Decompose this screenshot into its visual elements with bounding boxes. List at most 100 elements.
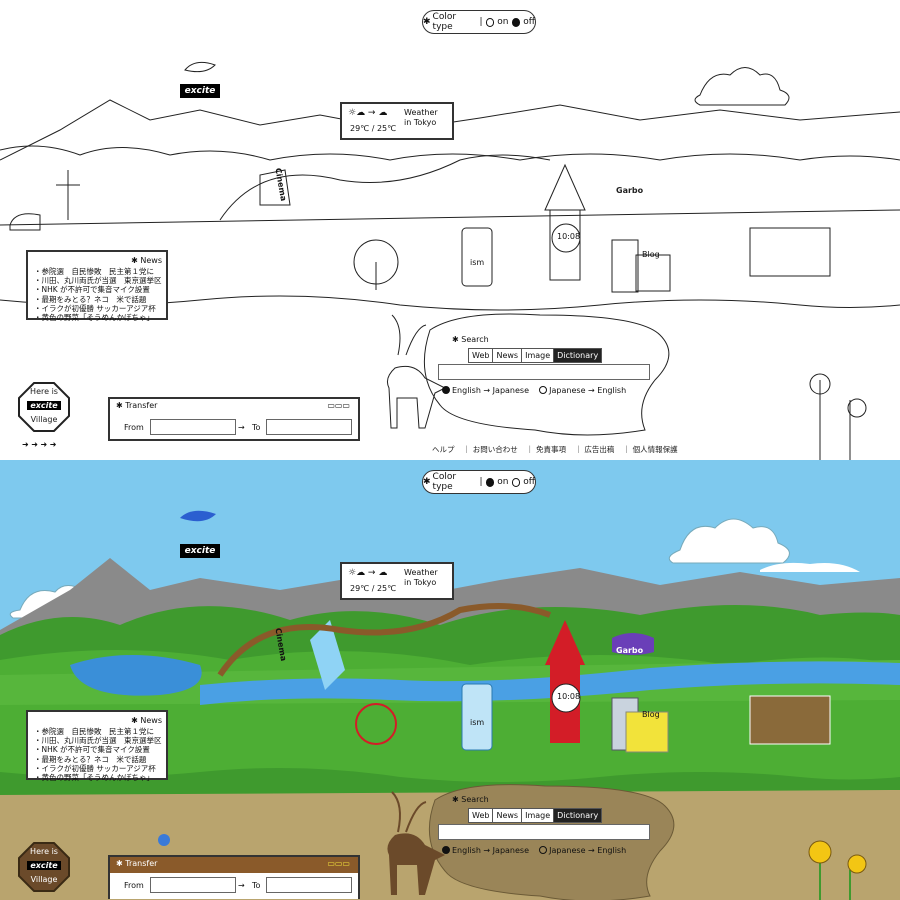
color-type-toggle: ✱ Color type | on off	[422, 10, 536, 34]
dictionary-direction: English → Japanese Japanese → English	[442, 386, 652, 395]
transfer-board: ✱ Transfer ▭▭▭ From → To	[108, 397, 360, 441]
weather-label-line2: in Tokyo	[404, 118, 437, 127]
radio-en-ja[interactable]	[442, 846, 450, 854]
color-type-star-icon: ✱	[423, 17, 431, 27]
weather-billboard[interactable]: ☼☁ → ☁ 29℃ / 25℃ Weather in Tokyo	[340, 562, 454, 600]
village-logo: excite	[27, 401, 61, 410]
news-title: ✱ News	[131, 716, 162, 725]
transfer-arrow: →	[238, 423, 245, 432]
color-type-star-icon: ✱	[423, 477, 431, 487]
transfer-title: ✱ Transfer	[116, 859, 158, 868]
color-type-on-label: on	[497, 17, 509, 27]
color-scene	[0, 510, 900, 900]
tab-image[interactable]: Image	[521, 808, 555, 823]
search-box: ✱ Search Web News Image Dictionary Engli…	[438, 795, 652, 855]
search-title: ✱ Search	[452, 335, 489, 344]
news-item[interactable]: ・NHK が不許可で集音マイク設置	[34, 285, 150, 295]
news-title: ✱ News	[131, 256, 162, 265]
news-list: ・参院選 自民惨敗 民主第１党に ・川田、丸川両氏が当選 東京選挙区 ・NHK …	[34, 727, 162, 782]
to-label: To	[252, 881, 261, 890]
radio-en-ja[interactable]	[442, 386, 450, 394]
footer-link-contact[interactable]: ｜ お問い合わせ	[462, 445, 518, 454]
footer-link-disclaimer[interactable]: ｜ 免責事項	[526, 445, 567, 454]
news-item[interactable]: ・黄色の野菜「そうめんかぼちゃ」	[34, 773, 154, 783]
village-line2: Village	[30, 415, 58, 424]
blog-label[interactable]: Blog	[642, 710, 660, 719]
weather-label-line2: in Tokyo	[404, 578, 437, 587]
news-item[interactable]: ・最期をみとる？ネコ 米で話題	[34, 294, 147, 304]
garbo-label[interactable]: Garbo	[616, 646, 644, 655]
news-item[interactable]: ・参院選 自民惨敗 民主第１党に	[34, 727, 154, 736]
radio-off[interactable]	[511, 477, 521, 487]
news-item[interactable]: ・イラクが初優勝 サッカーアジア杯	[34, 763, 156, 773]
weather-billboard[interactable]: ☼☁ → ☁ 29℃ / 25℃ Weather in Tokyo	[340, 102, 454, 140]
search-title-text: Search	[461, 335, 489, 344]
blog-label[interactable]: Blog	[642, 250, 660, 259]
search-input[interactable]	[438, 824, 650, 840]
color-type-on-label: on	[497, 477, 509, 487]
ism-label[interactable]: ism	[470, 258, 485, 267]
news-item[interactable]: ・イラクが初優勝 サッカーアジア杯	[34, 303, 156, 313]
footer-links: ヘルプ ｜ お問い合わせ ｜ 免責事項 ｜ 広告出稿 ｜ 個人情報保護	[432, 444, 684, 455]
search-tabs: Web News Image Dictionary	[468, 348, 652, 363]
news-item[interactable]: ・川田、丸川両氏が当選 東京選挙区	[34, 736, 162, 746]
weather-temps: 29℃ / 25℃	[350, 124, 397, 133]
radio-on[interactable]	[485, 17, 495, 27]
village-sign[interactable]: Here is excite Village	[18, 842, 70, 892]
color-type-label: Color type	[432, 12, 457, 32]
radio-ja-en[interactable]	[539, 386, 548, 394]
footer-link-help[interactable]: ヘルプ	[432, 445, 455, 454]
radio-on[interactable]	[485, 477, 495, 487]
tab-news[interactable]: News	[492, 808, 523, 823]
transfer-board: ✱ Transfer ▭▭▭ From → To	[108, 855, 360, 899]
news-item[interactable]: ・黄色の野菜「そうめんかぼちゃ」	[34, 313, 154, 323]
village-map-color: ✱ Color type | on off excite ☼☁ → ☁ 29℃ …	[0, 460, 900, 900]
clock-time[interactable]: 10:08	[557, 692, 581, 701]
village-sign[interactable]: Here is excite Village	[18, 382, 70, 432]
village-logo: excite	[27, 861, 61, 870]
weather-label-line1: Weather	[404, 568, 438, 577]
to-input[interactable]	[266, 877, 352, 893]
garbo-label[interactable]: Garbo	[616, 186, 644, 195]
from-input[interactable]	[150, 877, 236, 893]
search-input[interactable]	[438, 364, 650, 380]
to-label: To	[252, 423, 261, 432]
ism-label[interactable]: ism	[470, 718, 485, 727]
from-label: From	[124, 423, 144, 432]
from-input[interactable]	[150, 419, 236, 435]
weather-temps: 29℃ / 25℃	[350, 584, 397, 593]
radio-ja-en[interactable]	[539, 846, 548, 854]
news-item[interactable]: ・参院選 自民惨敗 民主第１党に	[34, 267, 154, 276]
village-arrows-icon: ➜ ➜ ➜ ➜	[22, 440, 57, 449]
tab-image[interactable]: Image	[521, 348, 555, 363]
to-input[interactable]	[266, 419, 352, 435]
news-board: ✱ News ・参院選 自民惨敗 民主第１党に ・川田、丸川両氏が当選 東京選挙…	[26, 710, 168, 782]
color-type-separator: |	[479, 17, 483, 27]
tab-dictionary[interactable]: Dictionary	[553, 348, 603, 363]
news-board: ✱ News ・参院選 自民惨敗 民主第１党に ・川田、丸川両氏が当選 東京選挙…	[26, 250, 168, 323]
radio-off[interactable]	[511, 17, 521, 27]
news-item[interactable]: ・川田、丸川両氏が当選 東京選挙区	[34, 276, 162, 286]
tab-web[interactable]: Web	[468, 348, 494, 363]
excite-logo[interactable]: excite	[180, 84, 220, 98]
footer-link-privacy[interactable]: ｜ 個人情報保護	[622, 445, 678, 454]
news-item[interactable]: ・最期をみとる？ネコ 米で話題	[34, 754, 147, 764]
transfer-title-text: Transfer	[125, 401, 158, 410]
village-line2: Village	[30, 875, 58, 884]
excite-logo[interactable]: excite	[180, 544, 220, 558]
footer-link-advertise[interactable]: ｜ 広告出稿	[574, 445, 615, 454]
option-ja-en: Japanese → English	[549, 386, 627, 395]
tab-news[interactable]: News	[492, 348, 523, 363]
transfer-arrow: →	[238, 881, 245, 890]
color-type-separator: |	[479, 477, 483, 487]
color-type-off-label: off	[523, 477, 535, 487]
clock-time[interactable]: 10:08	[557, 232, 581, 241]
weather-label: Weather in Tokyo	[404, 108, 438, 128]
dictionary-direction: English → Japanese Japanese → English	[442, 846, 652, 855]
news-item[interactable]: ・NHK が不許可で集音マイク設置	[34, 745, 150, 755]
sun-cloud-icon: ☼☁ → ☁	[348, 568, 388, 578]
sun-cloud-icon: ☼☁ → ☁	[348, 108, 388, 118]
tab-web[interactable]: Web	[468, 808, 494, 823]
tab-dictionary[interactable]: Dictionary	[553, 808, 603, 823]
transfer-title: ✱ Transfer	[116, 401, 158, 410]
